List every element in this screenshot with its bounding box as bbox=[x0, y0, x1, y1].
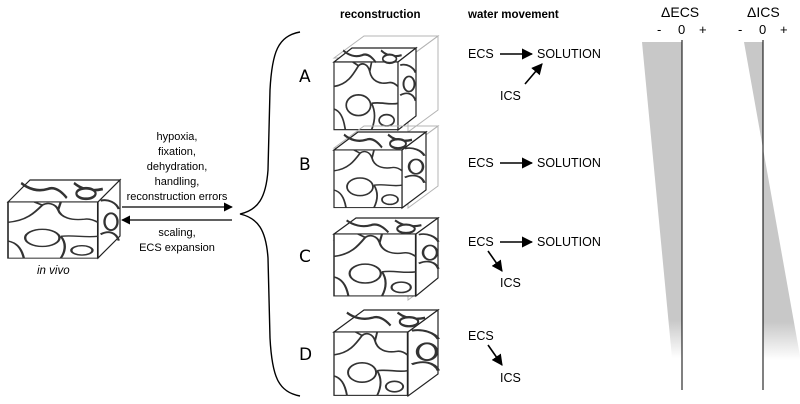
flow-a-source: ECS bbox=[468, 47, 494, 61]
reverse-corrections: scaling, ECS expansion bbox=[139, 227, 215, 254]
cause-dehydration: dehydration, bbox=[147, 161, 208, 173]
row-letter-c: C bbox=[299, 247, 311, 267]
header-water-movement: water movement bbox=[467, 9, 559, 21]
cause-fixation: fixation, bbox=[158, 146, 196, 158]
flow-a-target: SOLUTION bbox=[537, 47, 601, 61]
delta-ecs-wedge bbox=[642, 42, 682, 358]
cube-c bbox=[332, 216, 440, 301]
ics-tick-plus: + bbox=[780, 22, 788, 37]
flow-b-target: SOLUTION bbox=[537, 156, 601, 170]
ecs-tick-minus: - bbox=[657, 22, 661, 37]
brace bbox=[239, 31, 301, 397]
cube-b bbox=[332, 125, 440, 210]
header-delta-ecs: ΔECS bbox=[661, 4, 699, 20]
row-letter-d: D bbox=[299, 345, 312, 365]
header-delta-ics: ΔICS bbox=[747, 4, 780, 20]
ics-scale-ticks: - 0 + bbox=[738, 22, 788, 37]
cause-handling: handling, bbox=[155, 176, 200, 188]
row-letter-a: A bbox=[299, 67, 311, 87]
in-vivo-label: in vivo bbox=[37, 265, 70, 277]
flow-row-c: ECS SOLUTION ICS bbox=[468, 235, 601, 290]
flow-d-source: ECS bbox=[468, 329, 494, 343]
ecs-tick-plus: + bbox=[699, 22, 707, 37]
ics-tick-zero: 0 bbox=[759, 22, 766, 37]
flow-row-a: ECS SOLUTION ICS bbox=[468, 47, 601, 103]
header-reconstruction: reconstruction bbox=[340, 9, 421, 21]
flow-d-secondary: ICS bbox=[500, 371, 521, 385]
cube-d bbox=[332, 308, 441, 398]
ecs-tick-zero: 0 bbox=[678, 22, 685, 37]
in-vivo-cube bbox=[6, 178, 122, 260]
ecs-scale-ticks: - 0 + bbox=[657, 22, 707, 37]
flow-c-arrow-secondary bbox=[487, 250, 503, 272]
flow-row-b: ECS SOLUTION bbox=[468, 156, 601, 170]
flow-c-source: ECS bbox=[468, 235, 494, 249]
row-letter-b: B bbox=[299, 155, 311, 175]
flow-b-source: ECS bbox=[468, 156, 494, 170]
correction-ecs-expansion: ECS expansion bbox=[139, 242, 215, 254]
flow-row-d: ECS ICS bbox=[468, 329, 521, 385]
cause-hypoxia: hypoxia, bbox=[157, 131, 198, 143]
flow-d-arrow-secondary bbox=[487, 344, 503, 366]
correction-scaling: scaling, bbox=[158, 227, 195, 239]
cube-a bbox=[332, 35, 440, 133]
cause-reconstruction-errors: reconstruction errors bbox=[127, 191, 228, 203]
flow-a-arrow-secondary bbox=[524, 63, 543, 85]
delta-ics-wedge bbox=[744, 42, 800, 360]
flow-c-target: SOLUTION bbox=[537, 235, 601, 249]
flow-c-secondary: ICS bbox=[500, 276, 521, 290]
forward-causes: hypoxia, fixation, dehydration, handling… bbox=[127, 131, 228, 203]
flow-a-secondary: ICS bbox=[500, 89, 521, 103]
ics-tick-minus: - bbox=[738, 22, 742, 37]
